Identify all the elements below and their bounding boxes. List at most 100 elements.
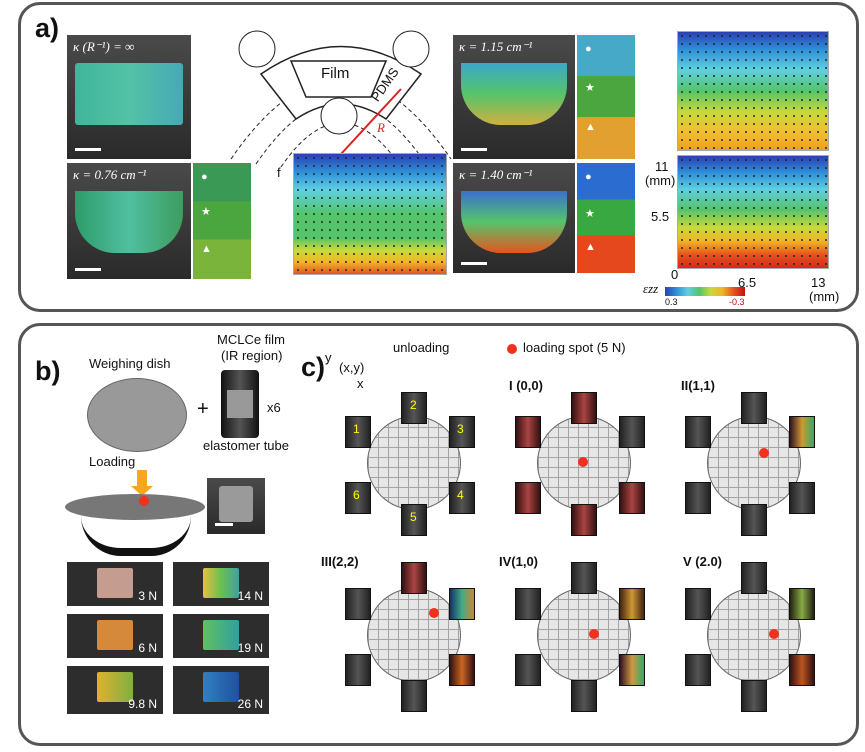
tube-number: 2 [410,398,417,412]
y-tick-5-5: 5.5 [651,209,670,224]
tube [401,562,427,594]
tube [449,654,475,686]
tube [515,416,541,448]
fem-strain-map-lower [677,155,829,269]
legend-loading-spot [507,344,517,354]
photo-infinite-curvature: κ (R⁻¹) = ∞ [67,35,191,159]
tube-rings [81,514,191,556]
tube [685,482,711,514]
x-unit: (mm) [809,289,840,304]
tube [619,588,645,620]
case-label: II(1,1) [681,378,715,393]
force-image-19n: 19 N [173,614,269,658]
circle-marker: ● [585,171,592,183]
dish-grid [537,588,631,682]
colorbar-symbol: εzz [643,281,659,296]
photo-curvature-0-76: κ = 0.76 cm⁻¹ [67,163,191,279]
tube [515,588,541,620]
tube-closeup-photo [207,478,265,534]
tube [741,680,767,712]
tube [789,416,815,448]
curvature-label: κ (R⁻¹) = ∞ [73,39,135,54]
film-band [203,568,239,598]
force-label: 9.8 N [128,697,157,711]
colorbar [665,287,745,296]
tube [685,588,711,620]
tube [685,416,711,448]
film-band [97,568,133,598]
star-marker: ★ [585,82,595,94]
loading-arrow [137,470,147,488]
dish-grid [367,588,461,682]
weighing-dish-label: Weighing dish [89,356,171,371]
radius-text: R [377,120,385,135]
curvature-label: κ = 1.40 cm⁻¹ [459,167,533,182]
photo-curvature-1-15: κ = 1.15 cm⁻¹ [453,35,575,159]
dish-case-1 [507,392,657,536]
x-tick-6-5: 6.5 [738,275,757,290]
dish-case-2 [677,392,827,536]
triangle-marker: ▲ [585,121,596,133]
force-label: 14 N [237,589,263,603]
tube-5 [401,504,427,536]
triangle-marker: ▲ [201,243,212,255]
tube [515,654,541,686]
tube-1 [345,416,371,448]
scale-bar [461,148,487,151]
x6-label: x6 [267,400,281,415]
scale-bar [461,262,487,265]
case-label: III(2,2) [321,554,359,569]
force-label: 3 N [138,589,157,603]
unloading-label: unloading [393,340,450,355]
tube [571,562,597,594]
axis-coords: (x,y) [339,360,365,375]
tube-number: 6 [353,488,360,502]
tube [571,504,597,536]
plus-sign: + [197,398,209,420]
fem-strain-map-upper [677,31,829,151]
scale-bar [75,148,101,151]
force-label: 6 N [138,641,157,655]
tube [741,504,767,536]
loading-spot [759,448,769,458]
tube [741,562,767,594]
y-tick-11: 11 [655,159,669,174]
loading-spot [589,629,599,639]
axis-x: x [357,376,364,391]
scale-bar [75,268,101,271]
panel-bc: b) Weighing dish + MCLCe film (IR region… [18,323,859,746]
dish-grid [707,416,801,510]
tube-number: 5 [410,510,417,524]
tube-4 [449,482,475,514]
film-band [97,672,133,702]
film-sample [75,191,183,253]
elastomer-tube-label: elastomer tube [203,438,289,453]
tube-6 [345,482,371,514]
legend-text: loading spot (5 N) [523,340,626,355]
ir-region-label: (IR region) [221,348,283,363]
panel-a: a) κ (R⁻¹) = ∞ κ = 0.76 cm⁻¹ ● ★ ▲ Film … [18,2,859,312]
tube [685,654,711,686]
film-sample [75,63,183,125]
dish-grid [367,416,461,510]
elastomer-tube-image [221,370,259,438]
dish-case-5 [677,562,827,712]
panel-c-label: c) [301,352,326,382]
film-sample [461,191,567,253]
f-label: f [277,165,281,180]
x-tick-13: 13 [811,275,826,290]
curvature-label: κ = 1.15 cm⁻¹ [459,39,533,54]
loading-spot [578,457,588,467]
tube [449,588,475,620]
tube [741,392,767,424]
force-image-9-8n: 9.8 N [67,666,163,714]
tube-number: 3 [457,422,464,436]
panel-b-label: b) [35,356,61,386]
tube [515,482,541,514]
tube [401,680,427,712]
film-band [97,620,133,650]
x-tick-0: 0 [671,267,679,282]
case-label: I (0,0) [509,378,543,393]
tube [789,482,815,514]
force-image-14n: 14 N [173,562,269,606]
